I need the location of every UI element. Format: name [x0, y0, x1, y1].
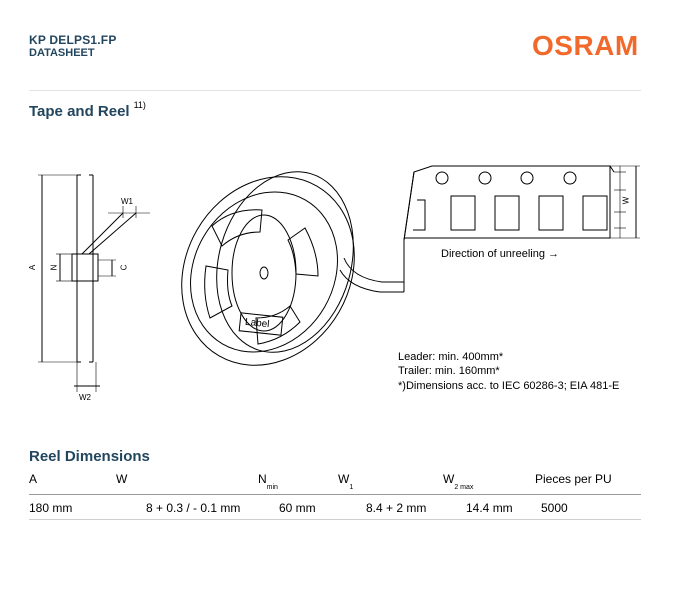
leader-note: Leader: min. 400mm*: [398, 351, 504, 363]
cell-a: 180 mm: [29, 501, 73, 515]
header-w: W: [116, 472, 128, 486]
table-header-rule: [29, 494, 641, 495]
cell-n-min: 60 mm: [279, 501, 316, 515]
tape-reel-footnote: 11): [133, 100, 146, 110]
cell-w1: 8.4 + 2 mm: [366, 501, 427, 515]
header-w1: W1: [338, 472, 354, 492]
table-bottom-rule: [29, 519, 641, 520]
header-divider: [29, 90, 641, 91]
header-pieces-per-pu: Pieces per PU: [535, 472, 612, 486]
reel-side-view: [38, 174, 150, 392]
cell-pieces-per-pu: 5000: [541, 501, 568, 515]
tape-reel-title: Tape and Reel: [29, 103, 130, 120]
cell-w2-max: 14.4 mm: [466, 501, 513, 515]
reel-dimensions-heading: Reel Dimensions: [29, 448, 150, 465]
dim-a-label: A: [28, 264, 38, 271]
carrier-tape: [403, 165, 640, 292]
dim-n-label: N: [49, 264, 59, 271]
header-n-min: Nmin: [258, 472, 278, 492]
dimensions-note: *)Dimensions acc. to IEC 60286-3; EIA 48…: [398, 380, 620, 392]
product-name: KP DELPS1.FP: [29, 33, 117, 47]
header-a: A: [29, 472, 38, 486]
dim-w-label: W: [621, 196, 631, 205]
cell-w: 8 + 0.3 / - 0.1 mm: [146, 501, 241, 515]
dim-w1-label: W1: [121, 197, 133, 206]
dim-w2-label: W2: [79, 393, 91, 402]
direction-of-unreeling: Direction of unreeling →: [441, 248, 560, 260]
reel-3d-view: [181, 171, 404, 366]
document-type: DATASHEET: [29, 47, 95, 59]
trailer-note: Trailer: min. 160mm*: [398, 365, 500, 377]
header-w2-max: W2 max: [443, 472, 474, 492]
osram-logo: OSRAM: [532, 30, 639, 61]
tape-reel-drawing: [38, 165, 640, 392]
dim-c-label: C: [119, 264, 129, 271]
